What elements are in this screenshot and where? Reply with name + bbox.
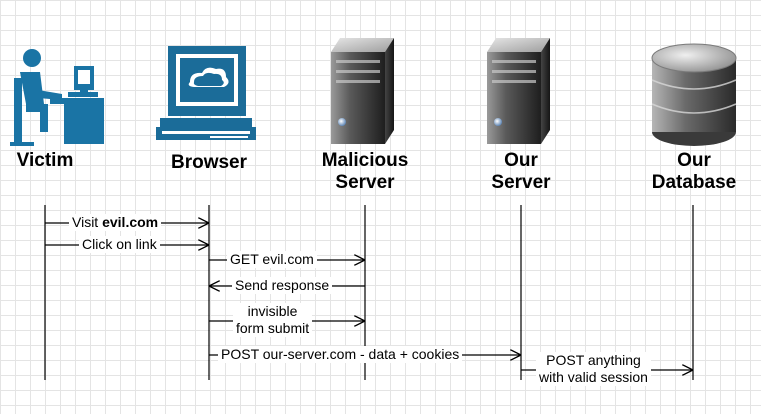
database-icon <box>651 43 737 146</box>
message-visit: Visit evil.com <box>69 214 162 231</box>
message-send: Send response <box>232 277 333 294</box>
message-visit-target: evil.com <box>102 214 159 230</box>
actor-label-malicious: Malicious Server <box>321 150 409 193</box>
message-invisible: invisible form submit <box>233 303 313 337</box>
message-click: Click on link <box>79 236 160 253</box>
server-tower-icon <box>487 38 550 144</box>
message-post: POST our-server.com - data + cookies <box>218 346 463 363</box>
server-tower-icon <box>331 38 394 144</box>
actor-label-victim: Victim <box>16 150 74 171</box>
message-visit-prefix: Visit <box>72 214 103 230</box>
monitor-icon <box>156 46 256 140</box>
actor-label-browser: Browser <box>170 152 248 173</box>
person-at-computer-icon <box>10 49 104 146</box>
message-get: GET evil.com <box>227 251 317 268</box>
actor-label-our-server: Our Server <box>491 150 551 193</box>
message-post-any: POST anything with valid session <box>536 352 651 386</box>
actor-label-database: Our Database <box>651 150 737 193</box>
